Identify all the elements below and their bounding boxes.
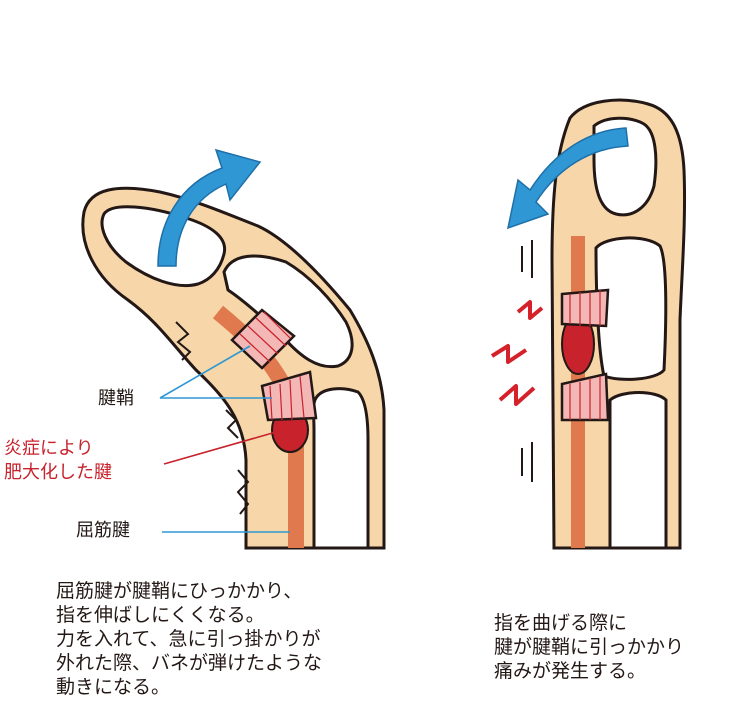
right-middle-bone (594, 236, 668, 381)
left-finger (81, 148, 386, 550)
left-caption-line-5: 動きになる。 (56, 676, 171, 698)
left-caption-line-3: 力を入れて、急に引っ掛かりが (56, 628, 321, 650)
right-caption-line-1: 指を曲げる際に (494, 612, 628, 634)
right-sheath-upper (560, 288, 610, 328)
left-caption-line-2: 指を伸ばしにくくなる。 (56, 604, 265, 626)
right-sheath-lower (560, 372, 610, 422)
left-snap-mark-1 (175, 321, 192, 361)
right-finger (490, 98, 687, 550)
left-caption-line-4: 外れた際、バネが弾けたような (56, 652, 323, 674)
left-extension-arrow (157, 148, 262, 267)
inflamed-leader (163, 431, 277, 465)
right-caption-line-3: 痛みが発生する。 (494, 660, 647, 682)
label-inflamed-line2: 肥大化した腱 (4, 462, 112, 483)
left-sheath-upper (230, 308, 296, 370)
label-inflamed-line1: 炎症により (4, 438, 94, 459)
sheath-leader-upper (159, 345, 251, 399)
left-sheath-lower (260, 370, 318, 422)
left-snap-mark-3 (236, 469, 250, 515)
right-proximal-bone (608, 391, 668, 550)
pain-bolt-3 (516, 300, 544, 320)
pain-bolt-1 (490, 344, 528, 364)
right-caption-line-2: 腱が腱鞘に引っかかり (494, 636, 685, 658)
right-flexion-arrow (506, 127, 629, 230)
pain-bolt-2 (498, 384, 536, 406)
left-snap-mark-2 (225, 409, 239, 439)
left-proximal-bone (312, 387, 370, 550)
left-caption-line-1: 屈筋腱が腱鞘にひっかかり、 (56, 580, 303, 602)
label-sheath: 腱鞘 (98, 388, 134, 409)
label-flexor-tendon: 屈筋腱 (76, 520, 130, 541)
